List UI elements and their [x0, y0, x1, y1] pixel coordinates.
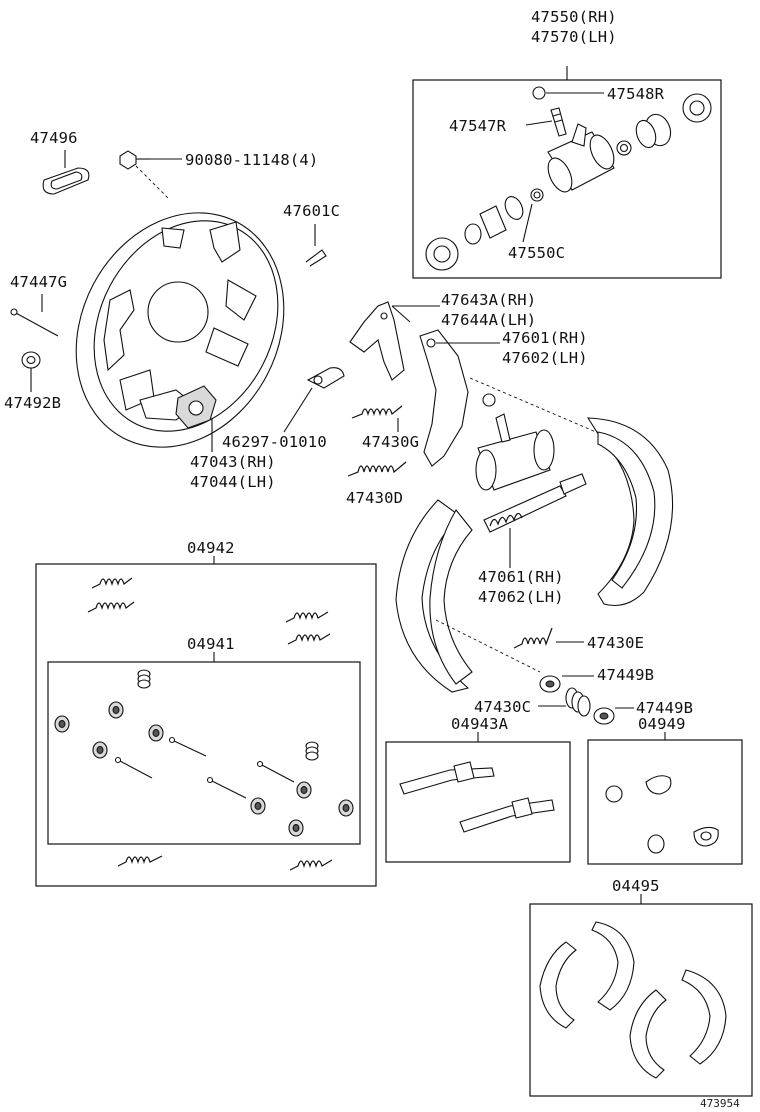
- wheel-cylinder-parts: [425, 86, 712, 271]
- label-47550c: 47550C: [508, 244, 565, 262]
- label-47430c: 47430C: [474, 698, 531, 716]
- spring-47430e: [513, 627, 553, 649]
- shoe-kit-parts: [539, 921, 727, 1079]
- label-47430e: 47430E: [587, 634, 644, 652]
- label-04495: 04495: [612, 877, 660, 895]
- spring-kit-inner-box: [47, 661, 361, 845]
- spring-kit-outer-box: [35, 563, 377, 887]
- rear-wheel-cylinder: [475, 413, 555, 491]
- cylinder-repair-kit-parts: [605, 775, 719, 854]
- label-90080: 90080-11148(4): [185, 151, 318, 169]
- label-47430g: 47430G: [362, 433, 419, 451]
- label-04942: 04942: [187, 539, 235, 557]
- hole-plug: [42, 167, 90, 195]
- label-47043: 47043(RH): [190, 453, 276, 471]
- label-47548r: 47548R: [607, 85, 665, 103]
- diagram-id: 473954: [700, 1097, 740, 1110]
- spring-47430c: [565, 687, 591, 717]
- strut: [349, 301, 405, 381]
- retainer-1: [539, 675, 561, 693]
- backing-plate: [75, 212, 285, 448]
- label-47570: 47570(LH): [531, 28, 617, 46]
- kit-springs-outer: [87, 577, 333, 871]
- bolt: [119, 150, 150, 170]
- clip: [305, 249, 327, 267]
- cable-end: [306, 367, 345, 389]
- kit-parts-inner: [54, 669, 354, 837]
- brake-shoe-left: [395, 499, 473, 693]
- label-47550: 47550(RH): [531, 8, 617, 26]
- label-47547r: 47547R: [449, 117, 507, 135]
- label-47044: 47044(LH): [190, 473, 276, 491]
- label-47602: 47602(LH): [502, 349, 588, 367]
- label-47061: 47061(RH): [478, 568, 564, 586]
- label-47430d: 47430D: [346, 489, 403, 507]
- retainer-2: [593, 707, 615, 725]
- spring-47430g: [351, 405, 403, 419]
- label-47449b-1: 47449B: [597, 666, 654, 684]
- label-46297: 46297-01010: [222, 433, 327, 451]
- label-47496: 47496: [30, 129, 78, 147]
- adjuster-cap: [482, 393, 496, 407]
- pin: [10, 308, 59, 337]
- label-47062: 47062(LH): [478, 588, 564, 606]
- label-47644a: 47644A(LH): [441, 311, 536, 329]
- label-47449b-2: 47449B: [636, 699, 693, 717]
- cup: [21, 351, 41, 369]
- brake-shoe-right: [586, 417, 674, 607]
- label-47447g: 47447G: [10, 273, 67, 291]
- adjuster-kit-parts: [399, 761, 555, 833]
- parking-lever: [419, 329, 469, 467]
- label-04943a: 04943A: [451, 715, 509, 733]
- spring-47430d: [347, 461, 407, 477]
- label-47492b: 47492B: [4, 394, 61, 412]
- label-47601: 47601(RH): [502, 329, 588, 347]
- adjuster: [483, 473, 587, 533]
- label-04941: 04941: [187, 635, 235, 653]
- label-47601c: 47601C: [283, 202, 340, 220]
- label-47643a: 47643A(RH): [441, 291, 536, 309]
- label-04949: 04949: [638, 715, 686, 733]
